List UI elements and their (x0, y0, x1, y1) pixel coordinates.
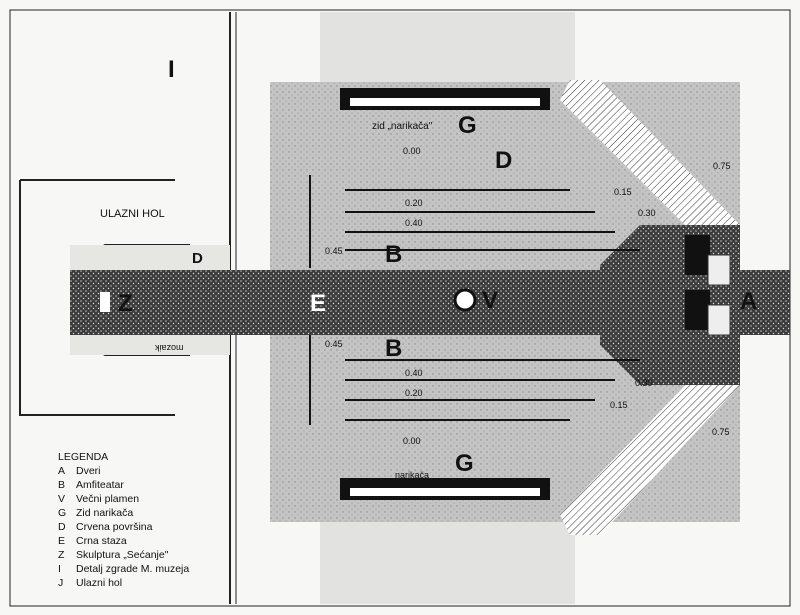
label-zid-narikaca: zid „narikača" (372, 121, 433, 132)
legend-title: LEGENDA (58, 451, 109, 463)
eternal-flame (453, 288, 477, 312)
label-I: I (168, 56, 175, 83)
level-mark: 0.45 (325, 339, 343, 349)
level-mark: 0.00 (403, 146, 421, 156)
legend-key: D (58, 521, 66, 533)
legend-key: G (58, 507, 67, 519)
legend-item: J Ulazni hol (58, 576, 189, 590)
level-mark: 0.20 (405, 388, 423, 398)
label-D-top: D (495, 147, 513, 174)
legend-key: B (58, 479, 66, 491)
legend-item: V Večni plamen (58, 492, 189, 506)
legend-label: Crvena površina (76, 521, 153, 533)
black-path (70, 270, 790, 335)
label-D-hall: D (192, 250, 203, 267)
label-E: E (310, 290, 327, 317)
label-Z: Z (118, 290, 133, 317)
level-mark: 0.75 (713, 161, 731, 171)
legend-key: V (58, 493, 66, 505)
level-mark: 0.40 (405, 218, 423, 228)
legend-label: Amfiteatar (76, 479, 124, 491)
legend-item: B Amfiteatar (58, 478, 189, 492)
legend-item: D Crvena površina (58, 520, 189, 534)
legend-label: Večni plamen (76, 493, 140, 505)
level-mark: 0.45 (325, 246, 343, 256)
legend-key: Z (58, 549, 65, 561)
legend-item: I Detalj zgrade M. muzeja (58, 562, 189, 576)
level-mark: 0.00 (403, 436, 421, 446)
level-mark: 0.15 (614, 187, 632, 197)
legend-item: E Crna staza (58, 534, 189, 548)
legend-key: E (58, 535, 66, 547)
label-G-bottom: G (455, 450, 474, 477)
level-mark: 0.40 (405, 368, 423, 378)
legend-key: A (58, 465, 66, 477)
label-B-bottom: B (385, 335, 403, 362)
legend-item: G Zid narikača (58, 506, 189, 520)
label-B-top: B (385, 241, 403, 268)
legend-key: J (58, 577, 64, 589)
label-G-top: G (458, 112, 477, 139)
legend-label: Zid narikača (76, 507, 134, 519)
level-mark: 0.15 (610, 400, 628, 410)
legend-label: Skulptura „Sećanje" (76, 549, 169, 561)
label-narikaca-bottom: narikača (395, 470, 430, 480)
legend: LEGENDA A Dveri B Amfiteatar V Večni plamen… (58, 450, 189, 590)
legend-label: Ulazni hol (76, 577, 123, 589)
legend-key: I (58, 563, 61, 575)
legend-label: Detalj zgrade M. muzeja (76, 563, 190, 575)
legend-item: A Dveri (58, 464, 189, 478)
level-mark: 0.20 (405, 198, 423, 208)
legend-label: Dveri (76, 465, 101, 477)
level-mark: 0.30 (635, 378, 653, 388)
label-V: V (482, 287, 499, 314)
legend-item: Z Skulptura „Sećanje" (58, 548, 189, 562)
level-mark: 0.75 (712, 427, 730, 437)
legend-label: Crna staza (76, 535, 127, 547)
label-mozaik: mozaik (155, 343, 184, 353)
label-A: A (740, 288, 758, 315)
label-ulazni-hol: ULAZNI HOL (100, 208, 165, 220)
level-mark: 0.30 (638, 208, 656, 218)
